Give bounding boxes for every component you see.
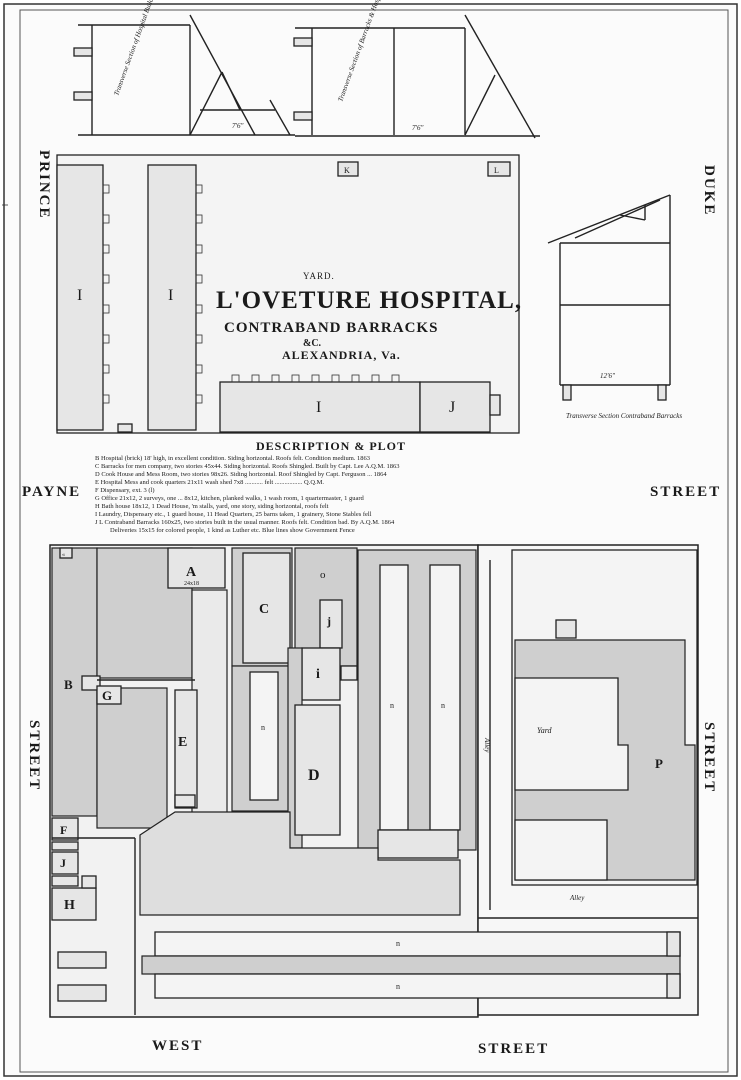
label-d: D — [308, 767, 320, 784]
upper-plan: I I I J K L YARD. L'OVETURE HOSPITAL, CO… — [56, 154, 522, 434]
label-n-small: n — [261, 723, 265, 732]
label-i: i — [316, 667, 320, 682]
title-yard: YARD. — [303, 271, 335, 281]
label-f: F — [60, 823, 67, 837]
building-e — [174, 689, 198, 809]
street-bottom: STREET — [478, 1041, 549, 1057]
title-line3: &C. — [303, 338, 322, 349]
title-line1: L'OVETURE HOSPITAL, — [216, 287, 522, 314]
svg-text:«: « — [62, 552, 65, 558]
barracks-n-bottom-2 — [154, 973, 681, 999]
transverse-3-caption: Transverse Section Contraband Barracks — [566, 412, 682, 420]
label-e: E — [178, 735, 187, 750]
yard-area — [514, 677, 629, 791]
title-line4: ALEXANDRIA, Va. — [282, 348, 401, 362]
street-left: STREET — [26, 720, 42, 791]
label-alley-horizontal: Alley — [569, 894, 585, 902]
description-line-3: D Cook House and Mess Room, two stories … — [95, 471, 387, 478]
upper-label-l: L — [494, 166, 499, 175]
building-j2 — [51, 851, 79, 875]
label-b: B — [64, 677, 73, 692]
label-j2: J — [60, 856, 66, 870]
description-line-2: C Barracks for men company, two stories … — [95, 463, 400, 470]
label-a: A — [186, 565, 197, 580]
upper-building-j — [419, 381, 491, 433]
title-line2: CONTRABAND BARRACKS — [224, 320, 438, 336]
building-h — [51, 887, 97, 921]
transverse-2-dim: 7'6" — [412, 124, 423, 132]
upper-building-i-left — [56, 164, 104, 431]
building-g — [96, 685, 122, 705]
description-line-5: F Dispensary, ext. 3 (l) — [95, 487, 155, 494]
building-j — [319, 599, 343, 649]
description-line-8: I Laundry, Dispensary etc., 1 guard hous… — [95, 511, 372, 518]
transverse-3-dim: 12'6" — [600, 372, 615, 380]
upper-label-j: J — [449, 399, 455, 416]
label-yard: Yard — [537, 726, 553, 735]
barracks-n-right — [429, 564, 461, 831]
site-plan: « A 24x18 E B G C n o j i D — [49, 544, 699, 1018]
label-n-bottom-2: n — [396, 982, 400, 991]
street-prince: PRINCE — [36, 150, 52, 220]
building-c — [242, 552, 291, 664]
building-a — [167, 547, 226, 589]
description-line-7: H Bath house 18x12, 1 Dead House, 'm sta… — [95, 503, 329, 510]
upper-label-i1: I — [77, 287, 82, 304]
upper-label-i3: I — [316, 399, 321, 416]
street-payne-right: STREET — [650, 484, 721, 500]
barracks-n-bottom-1 — [154, 931, 681, 957]
upper-building-i-mid — [147, 164, 197, 431]
upper-label-i2: I — [168, 287, 173, 304]
label-a-dim: 24x18 — [184, 581, 199, 587]
barracks-n-left — [379, 564, 409, 831]
street-west: WEST — [152, 1038, 203, 1054]
building-f — [51, 817, 79, 841]
building-d — [294, 704, 341, 836]
transverse-section-3: 12'6" Transverse Section Contraband Barr… — [547, 194, 682, 420]
description-line-6: G Office 21x12, 2 surveys, one ... 8x12,… — [95, 495, 365, 502]
street-payne: PAYNE — [22, 484, 81, 500]
description-block: DESCRIPTION & PLOT B Hospital (brick) 18… — [95, 439, 406, 534]
upper-label-k: K — [344, 166, 350, 175]
description-line-10: Deliveries 15x15 for colored people, 1 k… — [110, 527, 355, 534]
street-right: STREET — [701, 722, 717, 793]
label-o: o — [320, 569, 326, 581]
label-n-bottom-1: n — [396, 939, 400, 948]
transverse-1-dim: 7'6" — [232, 122, 243, 130]
building-i — [301, 647, 341, 701]
label-alley-vertical: Alley — [483, 737, 491, 753]
label-p: P — [655, 756, 663, 771]
description-line-9: J L Contraband Barracks 160x25, two stor… — [95, 519, 395, 526]
upper-building-i-bottom — [219, 381, 421, 433]
label-h: H — [64, 898, 75, 913]
label-c: C — [259, 602, 269, 617]
description-line-1: B Hospital (brick) 18' high, in excellen… — [95, 455, 370, 462]
label-g: G — [102, 688, 112, 703]
label-j: j — [326, 614, 331, 628]
label-n-left: n — [390, 701, 394, 710]
description-line-4: E Hospital Mess and cook quarters 21x11 … — [95, 479, 324, 486]
label-n-right: n — [441, 701, 445, 710]
inner-frame — [19, 9, 729, 1073]
description-heading: DESCRIPTION & PLOT — [256, 439, 406, 453]
street-duke: DUKE — [701, 165, 717, 216]
